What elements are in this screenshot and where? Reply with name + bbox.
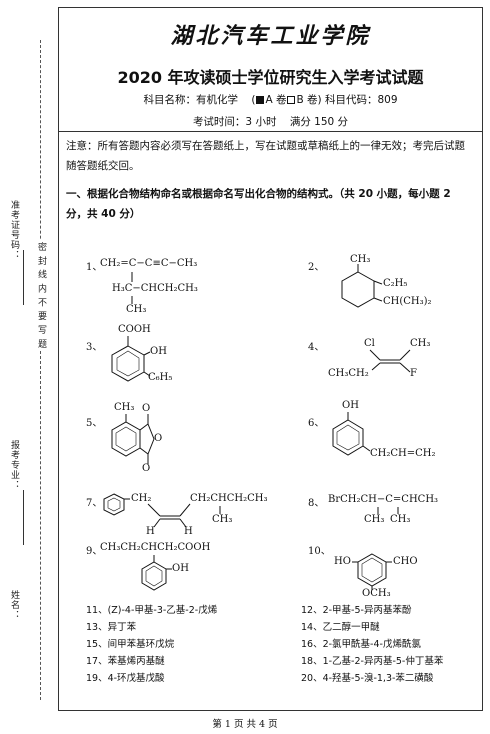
seal-warning: 密 封 线 内 不 要 写 题 bbox=[35, 240, 48, 352]
q8-main-chain: BrCH₂CH−C=CHCH₃ bbox=[328, 494, 439, 505]
paper-b-checkbox bbox=[287, 96, 296, 104]
q7-methyl: CH₃ bbox=[212, 514, 233, 525]
q7-number: 7、 bbox=[86, 498, 103, 509]
q4-methyl: CH₃ bbox=[410, 338, 431, 349]
q3-phenyl: C₆H₅ bbox=[148, 372, 173, 383]
full-score: 满分 150 分 bbox=[289, 116, 349, 128]
name-label: 姓名： bbox=[9, 590, 19, 620]
exam-time: 考试时间：3 小时 bbox=[192, 116, 277, 128]
q5-oxygen-top: O bbox=[142, 403, 151, 414]
paper-a-label: A 卷 bbox=[265, 94, 287, 106]
paper-b-label: B 卷 bbox=[296, 94, 318, 106]
q5-oxygen-bottom: O bbox=[142, 463, 151, 474]
q1-bonds bbox=[131, 272, 133, 304]
paper-a-checkbox bbox=[256, 96, 265, 104]
candidate-no-blank bbox=[23, 250, 24, 305]
q6-number: 6、 bbox=[308, 418, 325, 429]
structure-q10: 10、 HO CHO OCH₃ bbox=[308, 540, 458, 599]
q5-methyl: CH₃ bbox=[114, 402, 135, 413]
q10-methoxy: OCH₃ bbox=[362, 588, 391, 599]
q5-rings bbox=[111, 414, 155, 464]
q1-main-chain: CH₂=C−C≡C−CH₃ bbox=[100, 258, 198, 269]
structure-q6: 6、 OH CH₂CH=CH₂ bbox=[308, 400, 448, 470]
structure-q2: 2、 CH₃ C₂H₅ CH(CH₃)₂ bbox=[308, 254, 448, 318]
structure-q1: 1、 CH₂=C−C≡C−CH₃ H₃C−CHCH₂CH₃ CH₃ bbox=[86, 256, 236, 318]
q4-bonds bbox=[369, 349, 411, 373]
binding-strip: 准考证号码： 密 封 线 内 不 要 写 题 报考专业： 姓名： bbox=[0, 0, 58, 734]
q9-main-chain: CH₃CH₂CHCH₂COOH bbox=[100, 542, 211, 553]
q7-hydrogen-left: H bbox=[146, 526, 155, 537]
q2-methyl: CH₃ bbox=[350, 254, 371, 265]
q4-fluoro: F bbox=[410, 368, 417, 379]
q6-hydroxyl: OH bbox=[342, 400, 359, 411]
q9-hydroxyl: OH bbox=[172, 563, 189, 574]
q10-number: 10、 bbox=[308, 546, 331, 557]
q8-methyl-2: CH₃ bbox=[390, 514, 411, 525]
q3-ring bbox=[111, 336, 151, 382]
time-line: 考试时间：3 小时 满分 150 分 bbox=[59, 114, 482, 129]
q2-number: 2、 bbox=[308, 262, 325, 273]
candidate-no-label: 准考证号码： bbox=[9, 200, 19, 260]
q6-ring bbox=[332, 412, 371, 456]
q4-ethyl: CH₃CH₂ bbox=[328, 368, 369, 379]
q2-isopropyl: CH(CH₃)₂ bbox=[383, 296, 432, 307]
exam-title: 2020 年攻读硕士学位研究生入学考试试题 bbox=[117, 68, 424, 87]
exam-notice: 注意：所有答题内容必须写在答题纸上，写在试题或草稿纸上的一律无效；考完后试题随答… bbox=[66, 140, 465, 172]
q2-ethyl: C₂H₅ bbox=[383, 278, 408, 289]
q7-hydrogen-right: H bbox=[184, 526, 193, 537]
q10-aldehyde: CHO bbox=[393, 556, 418, 567]
q1-number: 1、 bbox=[86, 262, 103, 273]
subject-code: 809 bbox=[377, 94, 398, 106]
structure-q8: 8、 BrCH₂CH−C=CHCH₃ CH₃ CH₃ bbox=[308, 490, 478, 530]
q1-methyl: CH₃ bbox=[126, 304, 147, 315]
q3-hydroxyl: OH bbox=[150, 346, 167, 357]
q8-bonds bbox=[377, 507, 399, 514]
q10-ring bbox=[352, 553, 392, 590]
structure-q4: 4、 Cl CH₃ CH₃CH₂ F bbox=[308, 330, 448, 386]
subject-label: 科目名称： bbox=[143, 94, 196, 106]
q1-substituent: H₃C−CHCH₂CH₃ bbox=[112, 283, 198, 294]
school-name: 湖北汽车工业学院 bbox=[170, 23, 371, 49]
q4-number: 4、 bbox=[308, 342, 325, 353]
q8-number: 8、 bbox=[308, 498, 325, 509]
q7-bonds bbox=[103, 493, 221, 528]
subject-name: 有机化学 bbox=[195, 94, 238, 106]
q4-chloro: Cl bbox=[364, 338, 375, 349]
major-blank bbox=[23, 490, 24, 545]
section-1-heading: 一、根据化合物结构命名或根据命名写出化合物的结构式。（共 20 小题，每小题 2… bbox=[66, 188, 451, 220]
q6-allyl: CH₂CH=CH₂ bbox=[370, 448, 436, 459]
q5-oxygen-ring: O bbox=[154, 433, 163, 444]
q3-carboxyl: COOH bbox=[118, 324, 151, 335]
q3-number: 3、 bbox=[86, 342, 103, 353]
code-label: 科目代码： bbox=[324, 94, 378, 106]
q9-number: 9、 bbox=[86, 546, 103, 557]
q9-ring bbox=[141, 555, 172, 591]
structure-q9: 9、 CH₃CH₂CHCH₂COOH OH bbox=[86, 540, 236, 596]
major-label: 报考专业： bbox=[9, 440, 19, 490]
structure-q5: 5、 CH₃ O O O bbox=[86, 400, 206, 476]
q10-hydroxyl: HO bbox=[334, 556, 351, 567]
q8-methyl-1: CH₃ bbox=[364, 514, 385, 525]
q2-ring bbox=[341, 264, 383, 308]
q7-side-chain: CH₂CHCH₂CH₃ bbox=[190, 493, 268, 504]
page-footer: 第 1 页 共 4 页 bbox=[212, 719, 278, 730]
seal-dashed-line bbox=[40, 40, 41, 700]
exam-header: 湖北汽车工业学院 2020 年攻读硕士学位研究生入学考试试题 科目名称：有机化学… bbox=[59, 8, 482, 132]
structure-q7: 7、 CH₂ H H CH₂CHCH₂CH₃ CH₃ bbox=[86, 490, 286, 540]
q7-methylene: CH₂ bbox=[131, 493, 152, 504]
exam-sheet: 湖北汽车工业学院 2020 年攻读硕士学位研究生入学考试试题 科目名称：有机化学… bbox=[58, 7, 483, 711]
structure-q3: 3、 COOH OH C₆H₅ bbox=[86, 324, 206, 390]
q5-number: 5、 bbox=[86, 418, 103, 429]
